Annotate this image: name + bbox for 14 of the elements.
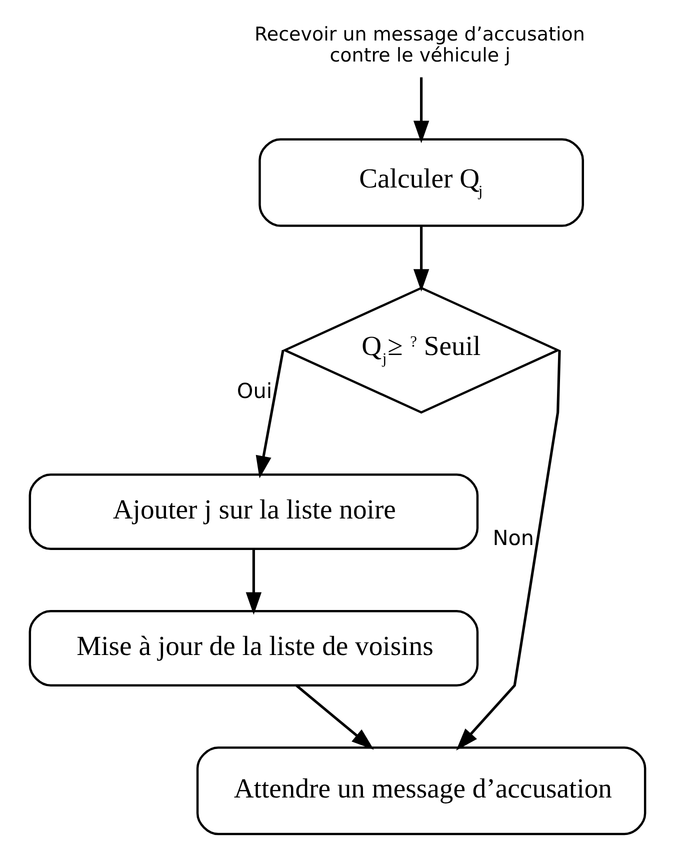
node-box: Mise à jour de la liste de voisins <box>28 610 478 687</box>
node-box: Ajouter j sur la liste noire <box>28 474 478 550</box>
arrow <box>412 226 429 292</box>
node-box: Attendre un message d’accusation <box>196 746 646 836</box>
node-text: Recevoir un message d’accusation contre le véhicule j <box>254 24 584 66</box>
arrow <box>295 684 374 750</box>
node-box: Calculer Q$_{j}$ <box>258 138 584 227</box>
edge-label: Non <box>492 526 534 550</box>
arrow <box>456 350 560 750</box>
edge-label: Oui <box>236 378 272 403</box>
arrow <box>245 549 262 615</box>
arrow <box>412 77 429 144</box>
node-diamond: Q$_{j}$≥ $^{?}$ Seuil <box>282 286 560 414</box>
arrow <box>255 350 284 478</box>
